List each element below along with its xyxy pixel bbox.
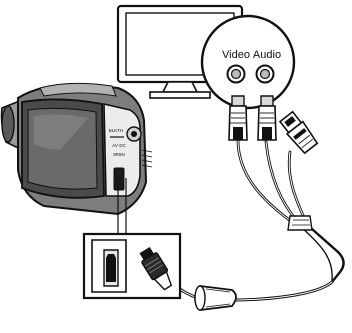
- audio-jack: [257, 66, 274, 83]
- camera-av-port: [114, 168, 124, 190]
- av-socket-icon: [104, 250, 118, 286]
- video-label: Video: [222, 49, 250, 61]
- usb-plug: [278, 111, 318, 155]
- audio-label: Audio: [253, 49, 281, 61]
- mode-dial-icon: [127, 127, 141, 141]
- video-jack: [228, 66, 245, 83]
- av-input-panel: Video Audio: [202, 16, 294, 108]
- rca-video-plug: [229, 96, 247, 140]
- ferrite-core: [195, 286, 236, 310]
- cable-bundle: [162, 140, 344, 300]
- cable-junction: [288, 216, 312, 230]
- rca-audio-plug: [258, 96, 276, 140]
- camera-marking-2: AV·DC: [112, 143, 126, 148]
- camera-marking-3: 9R8N: [113, 152, 125, 157]
- camcorder-illustration: BLKTH AV·DC 9R8N: [2, 83, 153, 214]
- camera-marking-1: BLKTH: [109, 128, 124, 133]
